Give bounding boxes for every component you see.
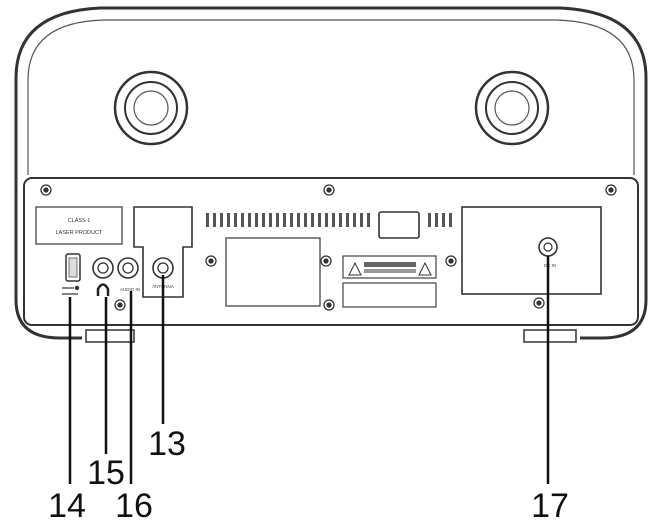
vent-slots-left (206, 213, 370, 227)
service-panel (225, 237, 321, 307)
callout-13: 13 (148, 425, 186, 463)
laser-product-label: CLASS 1 LASER PRODUCT (35, 206, 123, 245)
leader-lines (68, 256, 550, 484)
warning-label (342, 255, 437, 279)
callout-16: 16 (115, 487, 153, 525)
vent-slots-right (428, 213, 452, 227)
callout-15: 15 (87, 454, 125, 492)
handle-cutout (378, 211, 420, 239)
usb-port-icon (62, 285, 80, 295)
screw-icon (40, 184, 617, 311)
rating-label (342, 282, 437, 308)
right-foot (523, 329, 577, 343)
usb-port (65, 253, 81, 282)
callout-14: 14 (48, 487, 86, 525)
laser-label-line1: CLASS 1 (68, 218, 91, 224)
dc-in-panel: DC IN (461, 206, 602, 295)
laser-label-line2: LASER PRODUCT (56, 230, 103, 236)
right-speaker-knob (474, 70, 550, 146)
left-speaker-knob (113, 70, 189, 146)
audio-in-jack: AUDIO IN (117, 257, 140, 292)
device-outline (14, 6, 648, 340)
audio-in-label: AUDIO IN (120, 287, 140, 292)
headphone-icon (96, 283, 110, 296)
headphone-jack (92, 257, 114, 279)
warning-triangle-icon (348, 261, 432, 276)
callout-17: 17 (531, 487, 569, 525)
left-foot (85, 329, 135, 343)
device-inner-outline (27, 19, 635, 175)
dc-in-label: DC IN (544, 263, 556, 268)
